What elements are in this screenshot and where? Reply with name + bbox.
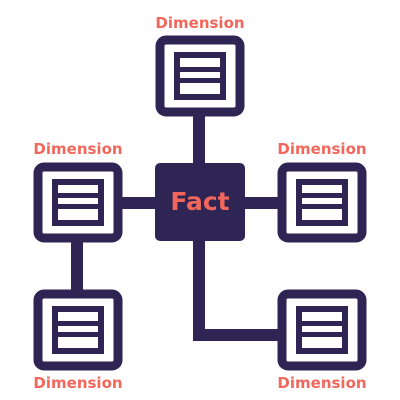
dimension-box-right [277, 162, 367, 243]
connector-bottom-right-horizontal [193, 329, 282, 341]
dimension-box-bottom-left [33, 289, 123, 371]
dimension-box-left [33, 162, 123, 243]
table-icon [174, 52, 226, 100]
connector-left-vertical [71, 238, 83, 294]
connector-top [193, 112, 205, 166]
dimension-label-left: Dimension [33, 140, 123, 158]
connector-left [118, 197, 158, 209]
dimension-label-bottom-left: Dimension [33, 374, 123, 392]
dimension-label-top: Dimension [155, 14, 245, 32]
fact-label: Fact [170, 187, 230, 216]
table-icon [52, 306, 104, 354]
connector-right [242, 197, 282, 209]
connector-fact-down [193, 238, 205, 341]
dimension-box-top [155, 35, 245, 117]
dimension-label-bottom-right: Dimension [277, 374, 367, 392]
table-icon [296, 306, 348, 354]
dimension-box-bottom-right [277, 289, 367, 371]
table-icon [52, 179, 104, 226]
dimension-label-right: Dimension [277, 140, 367, 158]
table-icon [296, 179, 348, 226]
fact-box [155, 163, 245, 241]
connectors [71, 112, 282, 341]
